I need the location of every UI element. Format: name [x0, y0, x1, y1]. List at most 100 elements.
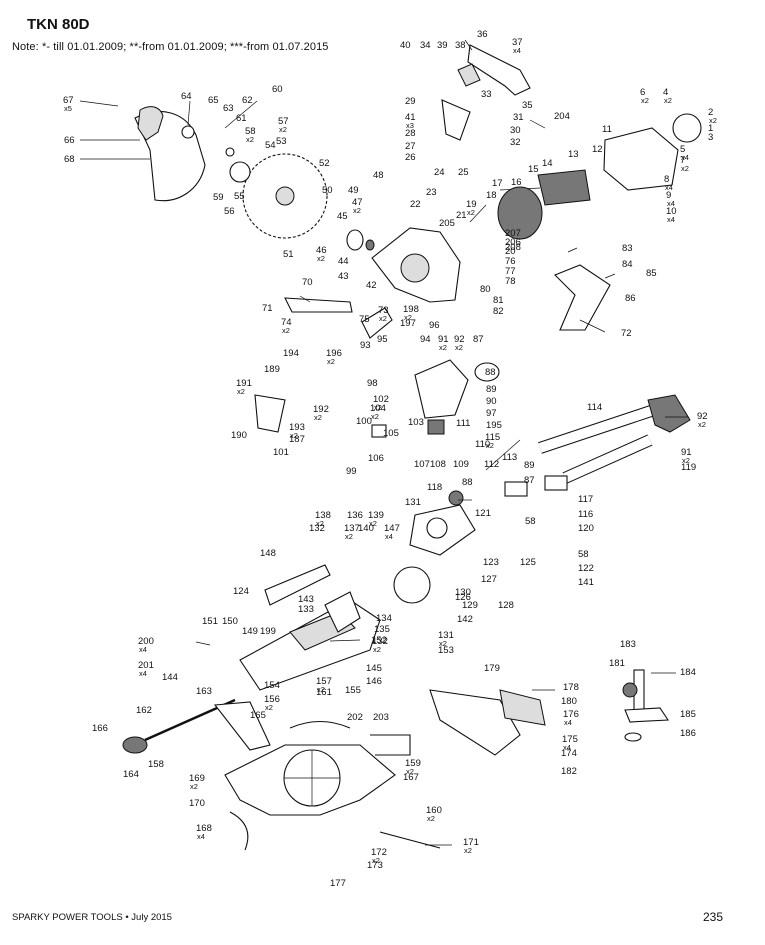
callout-115: 115 — [485, 432, 500, 443]
callout-38: 38 — [455, 40, 466, 51]
callout-34: 34 — [420, 40, 431, 51]
callout-qty-104: x2 — [371, 412, 379, 421]
callout-qty-2: x2 — [709, 116, 717, 125]
miter-scale-shape — [289, 720, 351, 729]
head-casting-shape — [414, 359, 469, 419]
callout-76: 76 — [505, 256, 516, 267]
callout-qty-138: x2 — [316, 519, 324, 528]
callout-150: 150 — [222, 616, 238, 627]
callout-qty-19: x2 — [467, 208, 475, 217]
bevel-hub-shape — [393, 566, 431, 604]
callout-46: 46 — [316, 245, 327, 256]
callout-qty-6: x2 — [641, 96, 649, 105]
callout-20: 20 — [505, 246, 516, 257]
callout-qty-74: x2 — [282, 326, 290, 335]
callout-170: 170 — [189, 798, 205, 809]
callout-97: 97 — [486, 408, 497, 419]
end-cap-shape — [672, 113, 702, 143]
callout-61: 61 — [236, 113, 247, 124]
callout-32: 32 — [510, 137, 521, 148]
callout-89: 89 — [524, 460, 535, 471]
fence-plate-shape — [499, 689, 546, 726]
part-drawings — [122, 44, 702, 851]
inner-flange-shape — [346, 229, 364, 251]
callout-164: 164 — [123, 769, 139, 780]
callout-qty-156: x2 — [265, 703, 273, 712]
callout-30: 30 — [510, 125, 521, 136]
callout-65: 65 — [208, 95, 219, 106]
callout-92: 92 — [454, 334, 465, 345]
callout-205: 205 — [439, 218, 455, 229]
callout-56: 56 — [224, 206, 235, 217]
callout-142: 142 — [457, 614, 473, 625]
callout-102: 102 — [373, 394, 389, 405]
support-arm-shape — [554, 264, 611, 331]
callout-33: 33 — [481, 89, 492, 100]
callout-192: 192 — [313, 404, 329, 415]
callout-22: 22 — [410, 199, 421, 210]
callout-141: 141 — [578, 577, 594, 588]
callout-4: 4 — [663, 87, 668, 98]
callout-qty-9: x4 — [667, 199, 675, 208]
callout-137: 137 — [344, 523, 360, 534]
callout-190: 190 — [231, 430, 247, 441]
callout-149: 149 — [242, 626, 258, 637]
callout-28: 28 — [405, 128, 416, 139]
handle-knob-shape — [122, 736, 148, 754]
callout-1: 1 — [708, 123, 713, 134]
callout-17: 17 — [492, 178, 503, 189]
callout-70: 70 — [302, 277, 313, 288]
callout-74: 74 — [281, 317, 292, 328]
callout-48: 48 — [373, 170, 384, 181]
callout-169: 169 — [189, 773, 205, 784]
callout-53: 53 — [276, 136, 287, 147]
stator-shape — [497, 186, 543, 240]
callout-14: 14 — [542, 158, 553, 169]
callout-qty-157: x2 — [317, 685, 325, 694]
callout-200: 200 — [138, 636, 154, 647]
callout-qty-46: x2 — [317, 254, 325, 263]
callout-111: 111 — [456, 418, 470, 429]
callout-qty-41: x3 — [406, 121, 414, 130]
callout-77: 77 — [505, 266, 516, 277]
callout-qty-198: x2 — [404, 313, 412, 322]
callout-qty-7: x2 — [681, 164, 689, 173]
callout-189: 189 — [264, 364, 280, 375]
callout-194: 194 — [283, 348, 299, 359]
callout-qty-147: x4 — [385, 532, 393, 541]
callout-15: 15 — [528, 164, 539, 175]
callout-195: 195 — [486, 420, 502, 431]
callout-144: 144 — [162, 672, 178, 683]
callout-104: 104 — [370, 403, 386, 414]
callout-qty-196: x2 — [327, 357, 335, 366]
callout-81: 81 — [493, 295, 504, 306]
callout-25: 25 — [458, 167, 469, 178]
callout-184: 184 — [680, 667, 696, 678]
callout-91: 91 — [438, 334, 449, 345]
callout-129: 129 — [462, 600, 478, 611]
callout-qty-73: x2 — [379, 314, 387, 323]
callout-68: 68 — [64, 154, 75, 165]
callout-qty-92: x2 — [455, 343, 463, 352]
callout-165: 165 — [250, 710, 266, 721]
washer-shape — [225, 147, 235, 157]
callout-166: 166 — [92, 723, 108, 734]
callout-153: 153 — [438, 645, 454, 656]
callout-112: 112 — [484, 459, 499, 470]
motor-housing-shape — [603, 127, 679, 191]
callout-qty-200: x4 — [139, 645, 147, 654]
callout-qty-137: x2 — [345, 532, 353, 541]
callout-132: 132 — [372, 636, 388, 647]
callout-191: 191 — [236, 378, 252, 389]
callout-160: 160 — [426, 805, 442, 816]
callout-117: 117 — [578, 494, 593, 505]
callout-103: 103 — [408, 417, 424, 428]
callout-147: 147 — [384, 523, 400, 534]
callout-71: 71 — [262, 303, 273, 314]
callout-51: 51 — [283, 249, 294, 260]
callout-182: 182 — [561, 766, 577, 777]
callout-140: 140 — [358, 523, 374, 534]
callout-52: 52 — [319, 158, 330, 169]
callout-qty-172: x2 — [372, 856, 380, 865]
